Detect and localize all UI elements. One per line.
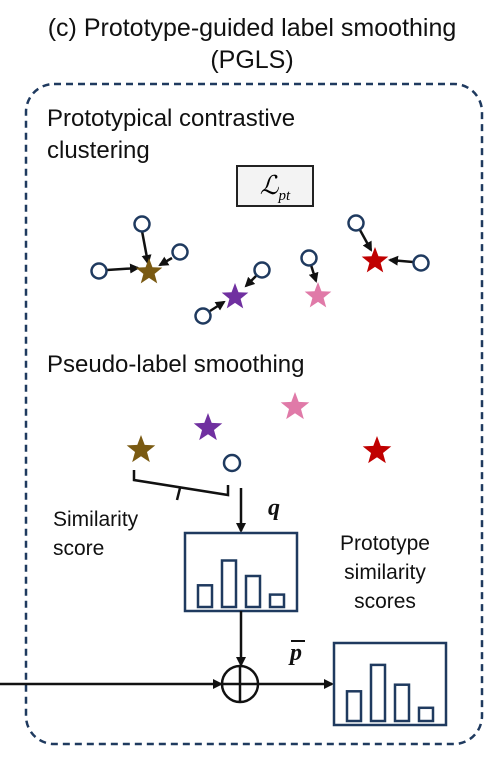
sample-point xyxy=(133,215,151,233)
star-shape xyxy=(221,283,249,309)
prototype-star-red xyxy=(361,247,389,273)
pgls-panel-border xyxy=(24,82,484,746)
prototype-star-pink xyxy=(280,392,310,420)
prototype-star-red xyxy=(362,436,392,464)
histogram-q-bars xyxy=(196,559,286,609)
star-shape xyxy=(193,413,223,441)
sample-point xyxy=(171,243,189,261)
star-shape xyxy=(126,435,156,463)
prototype-star-purple xyxy=(193,413,223,441)
sample-point xyxy=(253,261,271,279)
star-shape xyxy=(135,258,163,284)
proto-label-line-3: scores xyxy=(354,590,416,613)
loss-symbol: ℒ xyxy=(259,171,279,200)
histogram-bar xyxy=(220,559,238,609)
title-line-1: (c) Prototype-guided label smoothing xyxy=(47,14,457,42)
similarity-bracket-tick xyxy=(175,487,182,501)
pull-arrow xyxy=(209,300,226,313)
similarity-label-line-1: Similarity xyxy=(53,508,139,531)
section-clustering-line-1: Prototypical contrastive xyxy=(47,105,296,132)
sample-point xyxy=(347,214,365,232)
histogram-bar xyxy=(369,663,387,723)
proto-label-line-2: similarity xyxy=(344,561,426,584)
star-shape xyxy=(304,282,332,308)
pull-arrow xyxy=(358,229,373,252)
query-sample-point xyxy=(222,453,242,473)
histogram-p-bars xyxy=(345,663,435,723)
sample-point xyxy=(194,307,212,325)
q-label: q xyxy=(268,495,280,521)
prototype-star-brown xyxy=(126,435,156,463)
prototype-star-purple xyxy=(221,283,249,309)
pull-arrow xyxy=(388,255,414,266)
sample-point xyxy=(300,249,318,267)
section-clustering-line-2: clustering xyxy=(47,137,150,164)
sample-point xyxy=(90,262,108,280)
histogram-bar xyxy=(393,683,411,723)
pull-arrow xyxy=(244,275,257,288)
similarity-bracket xyxy=(132,470,230,497)
prototype-star-brown xyxy=(135,258,163,284)
pull-arrow xyxy=(106,263,140,274)
star-shape xyxy=(362,436,392,464)
p-label: p xyxy=(290,640,302,666)
loss-subscript: pt xyxy=(278,188,291,204)
proto-label-line-1: Prototype xyxy=(340,532,430,555)
histogram-bar xyxy=(244,574,262,609)
star-shape xyxy=(361,247,389,273)
section-smoothing-title: Pseudo-label smoothing xyxy=(47,351,305,378)
pull-arrow xyxy=(140,230,152,265)
prototype-star-pink xyxy=(304,282,332,308)
histogram-bar xyxy=(345,690,363,723)
similarity-label-line-2: score xyxy=(53,537,105,560)
pull-arrow xyxy=(158,256,173,267)
histogram-bar xyxy=(196,584,214,609)
star-shape xyxy=(280,392,310,420)
contrastive-loss-box: ℒpt xyxy=(236,165,314,207)
pull-arrow xyxy=(308,264,319,283)
sample-point xyxy=(412,254,430,272)
histogram-bar xyxy=(268,593,286,609)
histogram-bar xyxy=(417,706,435,723)
title-line-2: (PGLS) xyxy=(210,46,294,74)
